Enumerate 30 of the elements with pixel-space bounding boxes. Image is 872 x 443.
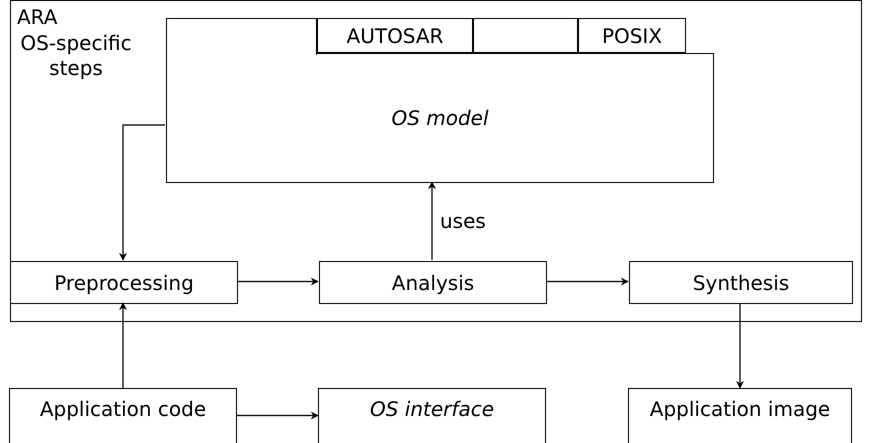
box-label: Synthesis xyxy=(692,270,790,294)
arrow xyxy=(736,303,744,389)
box-label: Application image xyxy=(650,397,830,421)
frame-title: ARA xyxy=(17,5,58,29)
process-box xyxy=(318,388,546,443)
tab xyxy=(166,18,317,55)
box-label: OS interface xyxy=(370,397,494,421)
box-label: Preprocessing xyxy=(54,270,194,294)
arrow xyxy=(546,278,629,286)
tab xyxy=(473,18,578,53)
process-box xyxy=(10,261,238,304)
process-box xyxy=(628,388,852,443)
frame-subtitle: OS-specific steps xyxy=(19,31,133,81)
arrow xyxy=(428,181,436,260)
arrow xyxy=(237,412,319,420)
model-label: OS model xyxy=(391,106,489,130)
tab xyxy=(578,18,686,53)
arrow xyxy=(237,278,319,286)
tab xyxy=(317,18,473,53)
arrow xyxy=(119,124,165,261)
arrow xyxy=(119,302,127,388)
model-box xyxy=(166,53,714,183)
process-box xyxy=(319,261,547,304)
box-label: Application code xyxy=(40,397,206,421)
tab-label: POSIX xyxy=(602,24,662,48)
box-label: Analysis xyxy=(392,270,474,294)
process-box xyxy=(9,388,237,443)
process-box xyxy=(629,261,853,304)
outer-frame xyxy=(10,0,862,322)
tab-label: AUTOSAR xyxy=(346,24,444,48)
